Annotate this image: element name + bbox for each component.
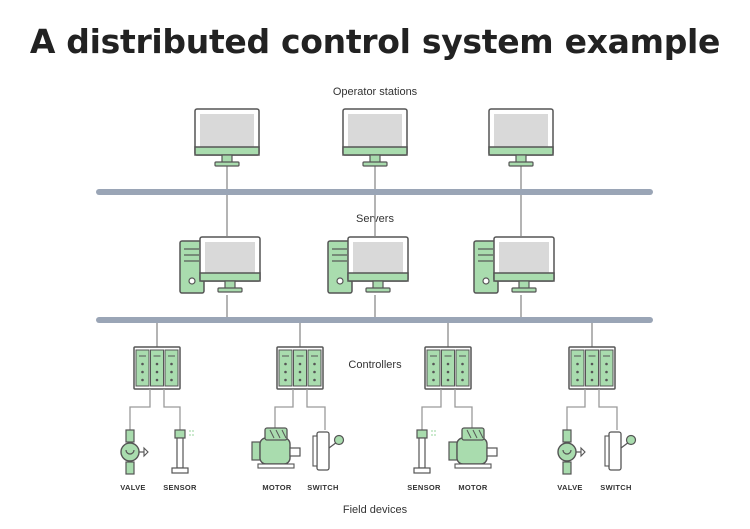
control-network-bus: [96, 317, 653, 323]
controller-1: [133, 346, 181, 390]
field-devices-label: Field devices: [343, 504, 408, 516]
valve-device-2: [557, 429, 586, 475]
server-1: [179, 236, 261, 294]
switch-label-2: SWITCH: [600, 483, 631, 492]
operator-station-1: [194, 108, 260, 167]
valve-device-1: [120, 429, 149, 475]
operator-network-bus: [96, 189, 653, 195]
controller-3: [424, 346, 472, 390]
controller-2: [276, 346, 324, 390]
server-3: [473, 236, 555, 294]
motor-device-1: [251, 427, 301, 469]
valve-label-2: VALVE: [557, 483, 582, 492]
sensor-label-1: SENSOR: [163, 483, 197, 492]
switch-device-1: [312, 431, 345, 471]
operator-links: [226, 166, 522, 192]
server-links: [226, 195, 522, 318]
motor-label-2: MOTOR: [458, 483, 488, 492]
sensor-device-2: [413, 429, 436, 474]
operator-station-2: [342, 108, 408, 167]
switch-device-2: [604, 431, 637, 471]
motor-label-1: MOTOR: [262, 483, 292, 492]
operator-station-3: [488, 108, 554, 167]
server-2: [327, 236, 409, 294]
controller-4: [568, 346, 616, 390]
motor-device-2: [448, 427, 498, 469]
controller-links: [156, 323, 593, 347]
controllers-label: Controllers: [348, 359, 402, 371]
page-title: A distributed control system example: [29, 22, 721, 61]
sensor-device-1: [171, 429, 194, 474]
operator-stations-label: Operator stations: [333, 86, 418, 98]
sensor-label-2: SENSOR: [407, 483, 441, 492]
field-wiring: [129, 389, 618, 430]
valve-label-1: VALVE: [120, 483, 145, 492]
switch-label-1: SWITCH: [307, 483, 338, 492]
